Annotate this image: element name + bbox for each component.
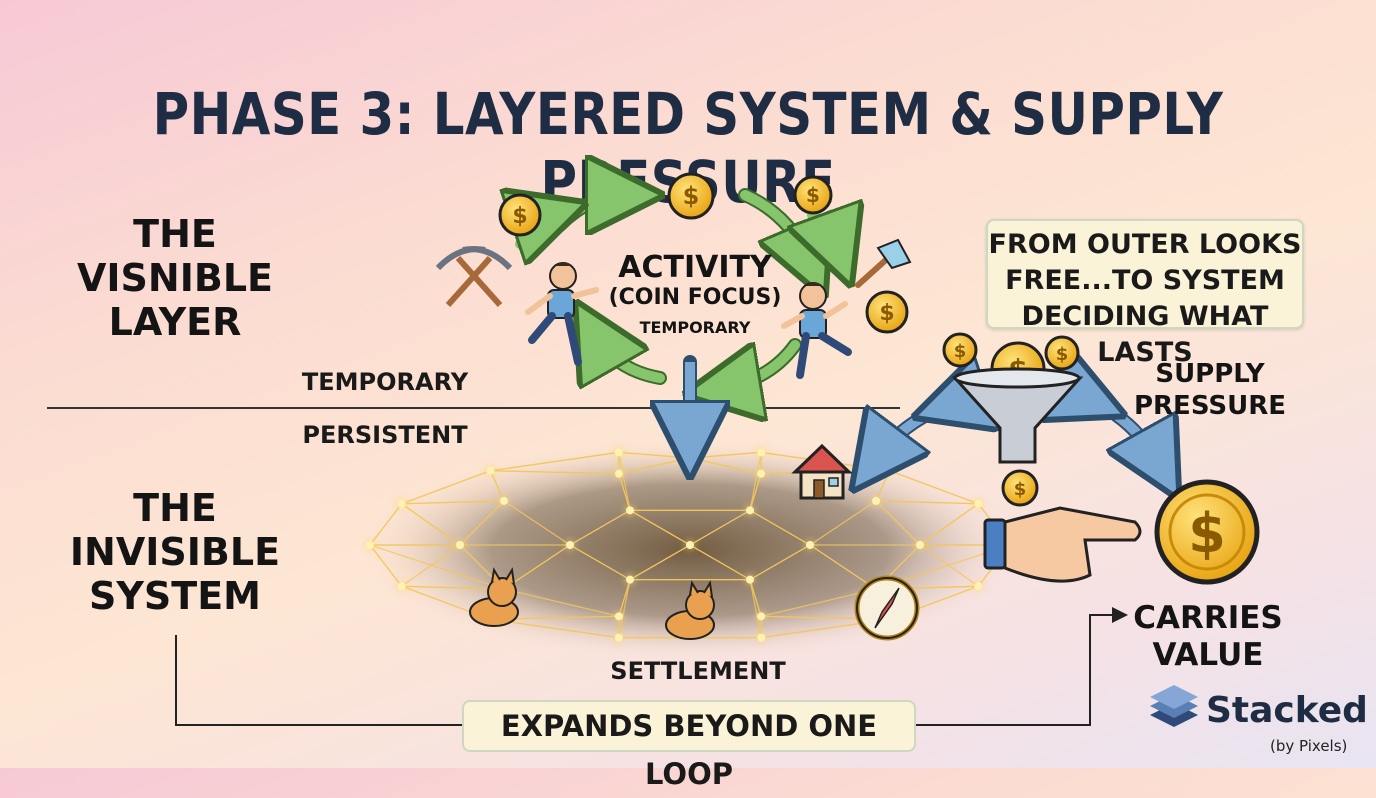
- network-node: [916, 541, 924, 549]
- funnel-icon: [955, 369, 1080, 462]
- network-node: [746, 506, 754, 514]
- network-node: [757, 470, 765, 478]
- network-node: [626, 576, 634, 584]
- network-node: [686, 541, 694, 549]
- brand-sub: (by Pixels): [1270, 737, 1347, 755]
- pointing-hand-icon: [985, 508, 1140, 581]
- svg-text:$: $: [1014, 479, 1027, 500]
- network-node: [366, 541, 374, 549]
- network-node: [757, 612, 765, 620]
- network-node: [456, 541, 464, 549]
- pickaxe-icon: [438, 249, 510, 305]
- network-node: [615, 634, 623, 642]
- supply-line-1: SUPPLY: [1120, 358, 1300, 390]
- network-node: [746, 576, 754, 584]
- network-node: [615, 612, 623, 620]
- runner-icon: [528, 262, 596, 362]
- coin-icon: $: [500, 195, 540, 235]
- activity-group: ACTIVITY (COIN FOCUS) TEMPORARY: [600, 250, 790, 337]
- value-line-1: CARRIES: [1118, 600, 1298, 637]
- coin-icon: $: [1003, 471, 1037, 505]
- settlement-label: SETTLEMENT: [598, 657, 798, 685]
- compass-icon: [857, 578, 917, 638]
- loop-line-right: [913, 615, 1120, 725]
- outer-to-system-callout: FROM OUTER LOOKS FREE...TO SYSTEM DECIDI…: [986, 219, 1304, 329]
- network-node: [500, 497, 508, 505]
- network-node: [974, 582, 982, 590]
- network-node: [974, 500, 982, 508]
- coin-icon: $: [795, 177, 831, 213]
- network-node: [566, 541, 574, 549]
- network-node: [886, 467, 894, 475]
- svg-text:$: $: [1188, 502, 1226, 565]
- activity-note: TEMPORARY: [600, 318, 790, 337]
- expands-beyond-loop-pill: EXPANDS BEYOND ONE LOOP: [462, 700, 916, 752]
- activity-title: ACTIVITY: [600, 250, 790, 285]
- coin-icon: $: [669, 174, 713, 218]
- coin-icon: $: [944, 334, 976, 366]
- supply-pressure-label: SUPPLY PRESSURE: [1120, 358, 1300, 422]
- callout-line-2: FREE...TO SYSTEM: [988, 263, 1302, 299]
- hammer-icon: [858, 240, 910, 285]
- network-node: [686, 454, 694, 462]
- stack-logo-icon: [1150, 685, 1198, 727]
- svg-text:$: $: [879, 301, 894, 326]
- carries-value-label: CARRIES VALUE: [1118, 600, 1298, 674]
- callout-line-1: FROM OUTER LOOKS: [988, 227, 1302, 263]
- svg-text:$: $: [954, 341, 967, 362]
- coin-icon: $: [867, 292, 907, 332]
- network-node: [398, 582, 406, 590]
- network-node: [615, 448, 623, 456]
- network-node: [806, 541, 814, 549]
- loop-line-left: [176, 635, 462, 725]
- network-node: [757, 448, 765, 456]
- svg-text:$: $: [806, 183, 820, 207]
- network-node: [486, 467, 494, 475]
- svg-text:$: $: [512, 204, 527, 229]
- network-node: [757, 634, 765, 642]
- supply-line-2: PRESSURE: [1120, 390, 1300, 422]
- value-line-2: VALUE: [1118, 637, 1298, 674]
- network-node: [626, 506, 634, 514]
- coin-icon: $: [1157, 482, 1257, 582]
- network-node: [398, 500, 406, 508]
- brand-name: Stacked: [1206, 690, 1368, 731]
- activity-subtitle: (COIN FOCUS): [600, 285, 790, 310]
- network-node: [615, 470, 623, 478]
- runner-icon: [784, 282, 848, 375]
- svg-text:$: $: [683, 182, 700, 210]
- network-node: [872, 497, 880, 505]
